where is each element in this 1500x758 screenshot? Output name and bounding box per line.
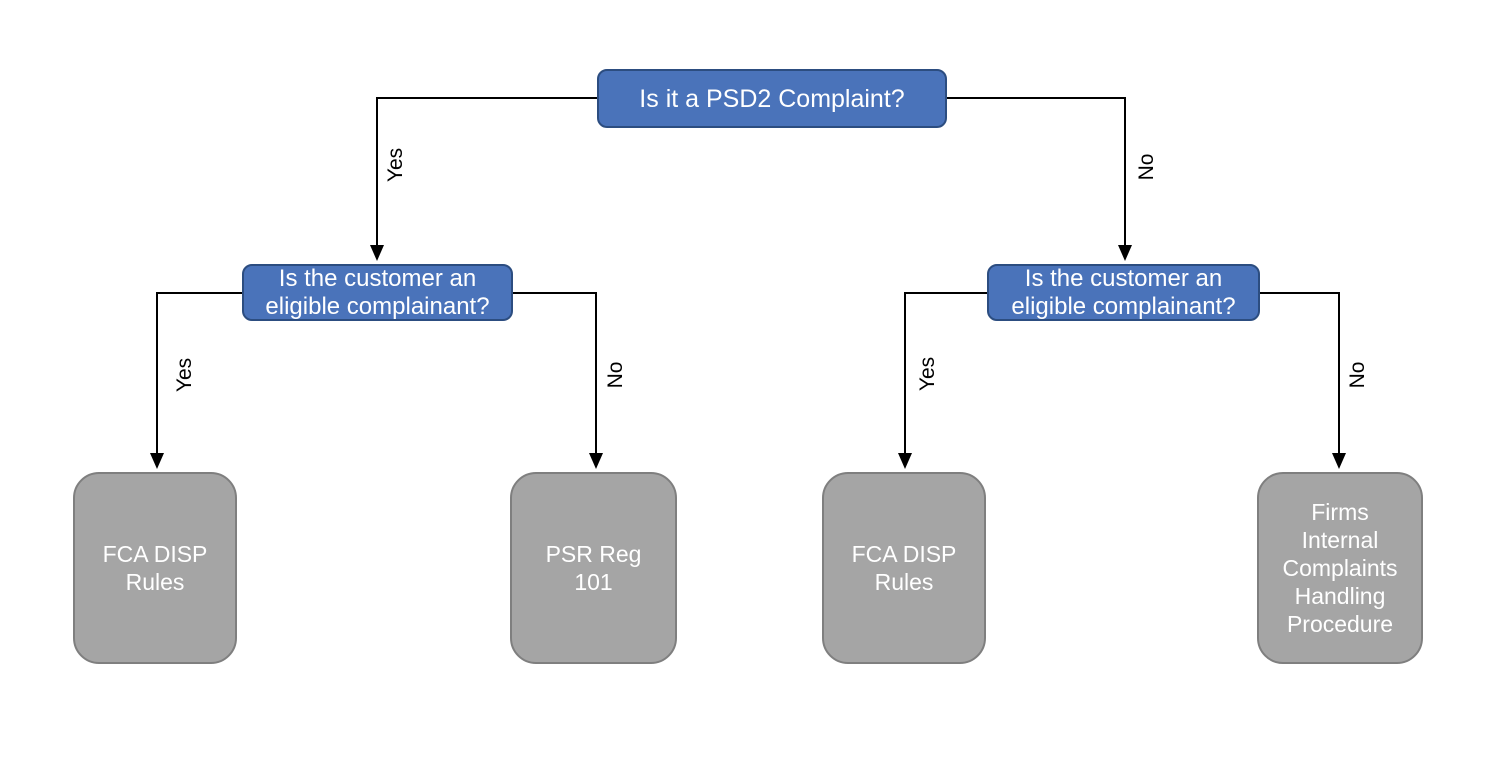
- edge-label-left-no: No: [604, 361, 627, 389]
- edge-right-decision-yes: [898, 292, 988, 469]
- node-root-decision: Is it a PSD2 Complaint?: [597, 69, 947, 128]
- node-outcome-psr-reg-101: PSR Reg 101: [510, 472, 677, 664]
- edge-label-root-no: No: [1135, 153, 1158, 181]
- node-outcome-internal-complaints-procedure: Firms Internal Complaints Handling Proce…: [1257, 472, 1423, 664]
- node-left-eligibility-decision: Is the customer an eligible complainant?: [242, 264, 513, 321]
- edge-right-decision-no: [1259, 292, 1346, 469]
- node-right-eligibility-decision: Is the customer an eligible complainant?: [987, 264, 1260, 321]
- edge-label-right-no: No: [1346, 361, 1369, 389]
- edge-left-decision-yes: [150, 292, 243, 469]
- edge-root-no: [946, 97, 1132, 261]
- edge-root-yes: [370, 97, 598, 261]
- node-outcome-fca-disp-rules-right: FCA DISP Rules: [822, 472, 986, 664]
- edge-label-left-yes: Yes: [173, 357, 196, 393]
- node-outcome-fca-disp-rules-left: FCA DISP Rules: [73, 472, 237, 664]
- edge-left-decision-no: [512, 292, 603, 469]
- edge-label-right-yes: Yes: [916, 356, 939, 392]
- edge-label-root-yes: Yes: [384, 147, 407, 183]
